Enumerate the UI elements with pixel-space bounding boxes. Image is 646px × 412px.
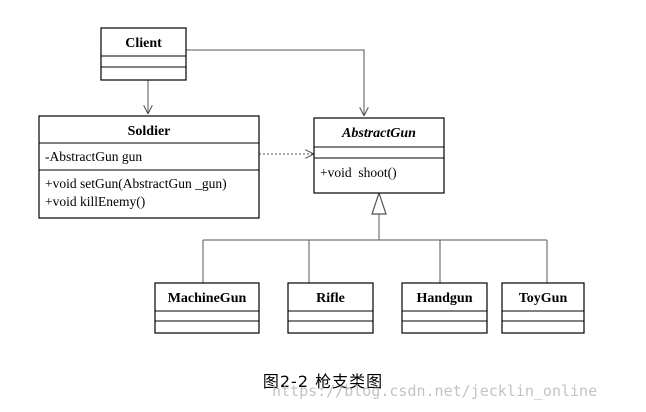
class-client-name: Client: [125, 36, 162, 51]
class-machinegun: MachineGun: [154, 282, 260, 334]
class-rifle-name: Rifle: [316, 291, 345, 306]
class-toygun-name: ToyGun: [519, 291, 568, 306]
generalization-triangle: [371, 191, 387, 215]
class-abstractgun-name: AbstractGun: [341, 126, 416, 141]
class-soldier-method: +void killEnemy(): [45, 194, 145, 209]
generalization-tree: [202, 191, 548, 283]
class-soldier-name: Soldier: [128, 124, 171, 139]
class-soldier-attribute: -AbstractGun gun: [45, 149, 142, 164]
class-machinegun-name: MachineGun: [168, 291, 247, 306]
class-toygun: ToyGun: [501, 282, 585, 334]
watermark-text: https://blog.csdn.net/jecklin_online: [272, 382, 598, 400]
class-abstractgun-method: +void shoot(): [320, 165, 397, 180]
class-abstractgun: AbstractGun +void shoot(): [313, 117, 445, 194]
figure-caption: 图2-2 枪支类图: [262, 372, 384, 391]
class-rifle: Rifle: [287, 282, 374, 334]
class-soldier: Soldier -AbstractGun gun +void setGun(Ab…: [38, 115, 260, 219]
class-handgun: Handgun: [401, 282, 488, 334]
class-soldier-method: +void setGun(AbstractGun _gun): [45, 176, 227, 191]
association-client-abstractgun: [186, 49, 364, 115]
class-handgun-name: Handgun: [416, 291, 472, 306]
class-client: Client: [100, 27, 187, 81]
